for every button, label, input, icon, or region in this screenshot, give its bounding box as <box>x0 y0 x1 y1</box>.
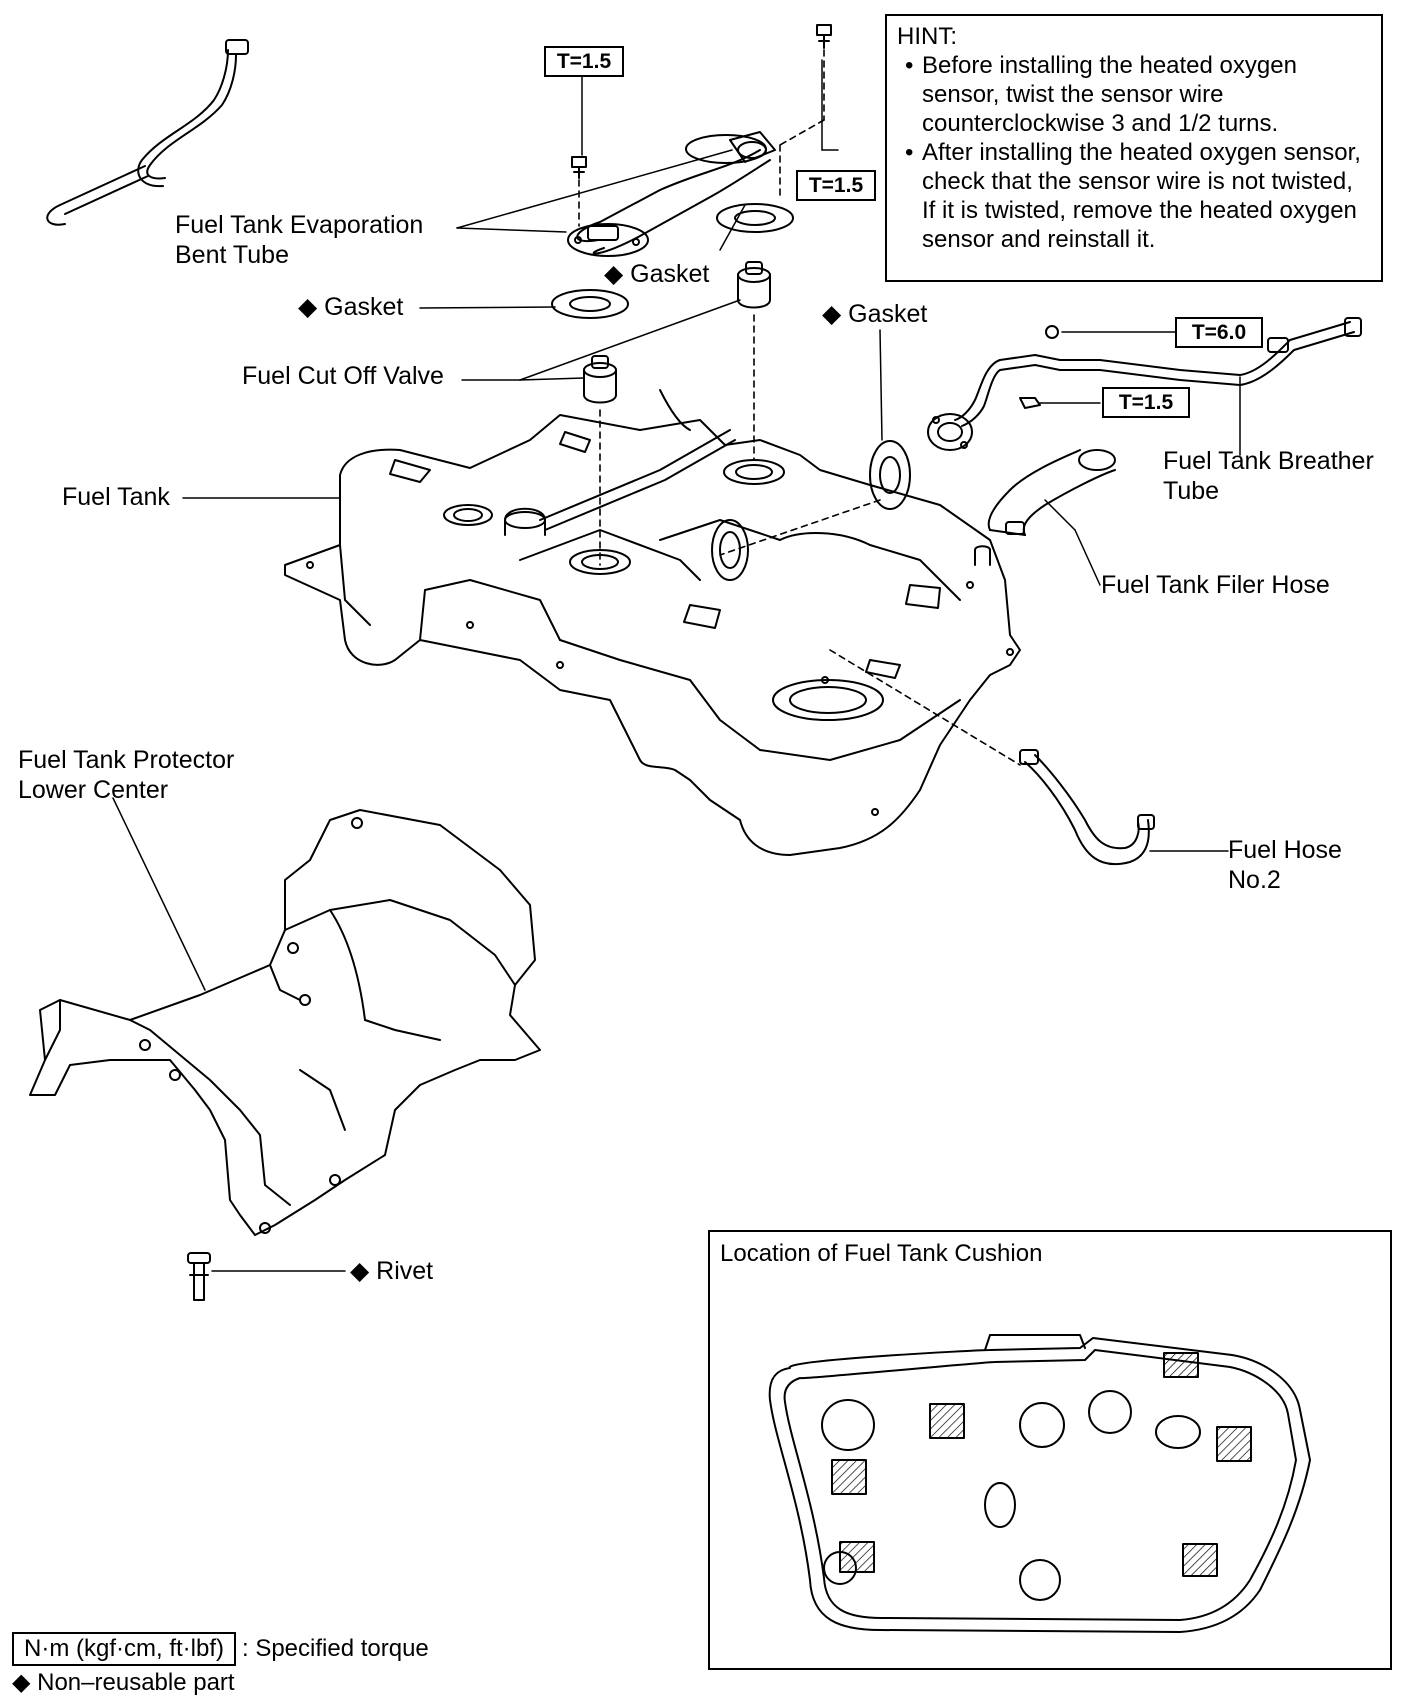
rivet-part <box>187 1252 211 1301</box>
label-protector: Fuel Tank Protector Lower Center <box>18 746 235 804</box>
fuel-tank-body <box>284 389 1021 856</box>
fuel-tank-protector <box>29 809 541 1236</box>
hint-list: Before installing the heated oxygen sens… <box>897 51 1371 254</box>
leader-lines <box>112 59 1241 1272</box>
gasket-ring-left <box>551 289 629 319</box>
cushion-location-box: Location of Fuel Tank Cushion <box>708 1230 1392 1670</box>
label-gasket-right: ◆ Gasket <box>822 300 928 328</box>
bolt-top-right <box>816 24 832 49</box>
bolt-top-left <box>571 156 587 179</box>
fuel-hose-no2 <box>1019 749 1155 866</box>
legend-torque: N·m (kgf·cm, ft·lbf): Specified torque <box>12 1632 429 1666</box>
hint-item-1: Before installing the heated oxygen sens… <box>897 51 1371 138</box>
torque-box-evap-bolt: T=1.5 <box>544 46 624 77</box>
label-breather-tube: Fuel Tank Breather Tube <box>1163 447 1374 505</box>
evaporation-bent-tube <box>46 39 776 257</box>
cushion-location-title: Location of Fuel Tank Cushion <box>720 1240 1043 1267</box>
label-fuel-tank: Fuel Tank <box>62 483 170 511</box>
label-rivet: ◆ Rivet <box>350 1257 434 1285</box>
label-fuel-hose-no2: Fuel Hose No.2 <box>1228 836 1342 894</box>
tank-cushion-pads <box>831 1352 1252 1577</box>
label-evaporation-bent-tube: Fuel Tank Evaporation Bent Tube <box>175 211 424 269</box>
hint-item-2: After installing the heated oxygen senso… <box>897 138 1371 254</box>
assembly-lines <box>578 49 1021 766</box>
legend-unit: N·m (kgf·cm, ft·lbf) <box>12 1632 236 1666</box>
hint-title: HINT: <box>897 23 957 50</box>
cut-off-valve-right <box>737 261 771 309</box>
gasket-ring-upper <box>716 203 794 233</box>
legend-unit-desc: : Specified torque <box>241 1635 429 1662</box>
label-fuel-cut-off-valve: Fuel Cut Off Valve <box>242 362 444 390</box>
gasket-ring-right <box>869 440 911 510</box>
cut-off-valve-left <box>583 355 617 404</box>
label-filer-hose: Fuel Tank Filer Hose <box>1101 571 1330 599</box>
filler-hose <box>987 449 1116 536</box>
torque-box-breather-bolt: T=1.5 <box>1102 387 1190 418</box>
label-gasket-upper: ◆ Gasket <box>604 260 710 288</box>
breather-tube <box>927 317 1362 451</box>
label-gasket-left: ◆ Gasket <box>298 293 404 321</box>
torque-box-upper-bolt: T=1.5 <box>796 170 876 201</box>
hint-box: HINT: Before installing the heated oxyge… <box>885 14 1383 282</box>
legend-nonreusable: ◆ Non–reusable part <box>12 1669 235 1696</box>
tank-cushion-holes <box>821 1390 1201 1601</box>
torque-box-breather-nut: T=6.0 <box>1175 317 1263 348</box>
